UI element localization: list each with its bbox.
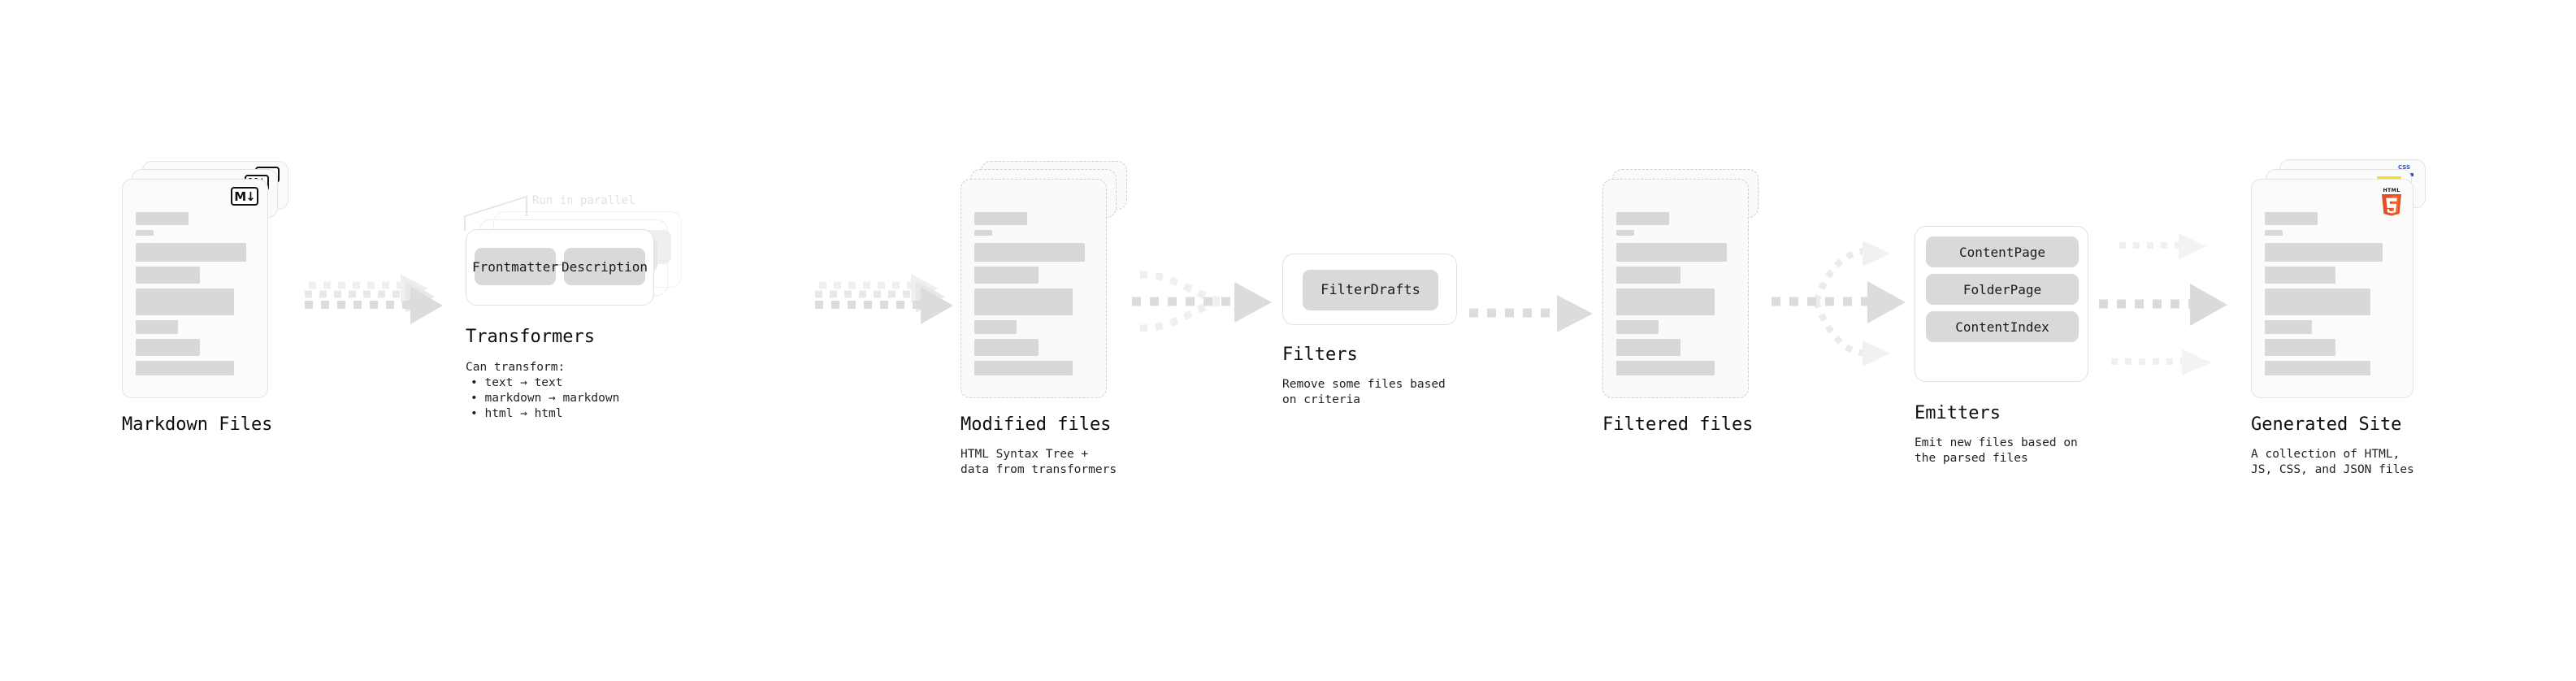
stage-title: Markdown Files (122, 414, 273, 435)
chip-filterdrafts[interactable]: FilterDrafts (1303, 270, 1438, 310)
transform-item-0: • text → text (471, 376, 563, 389)
stage-title: Generated Site (2251, 414, 2402, 435)
connector-filters-to-filtered (1469, 295, 1593, 332)
doc-skeleton-lines (961, 180, 1106, 397)
chip-frontmatter[interactable]: Frontmatter (472, 248, 558, 285)
stage-generated-site: CSS HTML (2251, 159, 2438, 476)
parallel-annotation: Run in parallel (532, 194, 635, 207)
stage-title: Modified files (961, 414, 1112, 435)
filtered-file-stack (1602, 169, 1773, 398)
chip-description[interactable]: Description (562, 248, 648, 285)
doc-skeleton-lines (123, 180, 267, 397)
html5-badge-icon: HTML (2382, 188, 2401, 216)
chip-contentpage[interactable]: ContentPage (1926, 236, 2079, 267)
connector-modified-to-filters (1132, 271, 1272, 332)
markdown-badge: M↓ (231, 187, 258, 206)
stage-desc: Remove some files based on criteria (1282, 378, 1446, 406)
connector-transformers-to-modified (815, 274, 953, 324)
transform-item-2: • html → html (471, 407, 563, 420)
stage-filtered-files: Filtered files (1602, 169, 1773, 435)
stage-desc: A collection of HTML, JS, CSS, and JSON … (2251, 448, 2414, 476)
stage-modified-files: Modified files HTML Syntax Tree + data f… (961, 161, 1131, 476)
transform-item-1: • markdown → markdown (471, 392, 620, 405)
generated-site-stack: CSS HTML (2251, 159, 2438, 398)
stage-title: Transformers (466, 327, 595, 347)
modified-file-stack (961, 161, 1131, 398)
doc-skeleton-lines (1603, 180, 1748, 397)
connector-md-to-transformers (305, 274, 443, 324)
modified-doc-front (961, 179, 1107, 398)
doc-skeleton-lines (2252, 180, 2413, 397)
transformer-box-front[interactable]: Frontmatter Description (466, 229, 654, 306)
parallel-bracket (464, 195, 527, 231)
stage-title: Filters (1282, 345, 1358, 365)
css3-badge-label: CSS (2397, 164, 2410, 171)
stage-title: Filtered files (1602, 414, 1754, 435)
connector-emitters-to-site (2099, 233, 2227, 375)
chip-contentindex[interactable]: ContentIndex (1926, 311, 2079, 342)
site-doc-front-html: HTML (2251, 179, 2413, 398)
filters-box[interactable]: FilterDrafts (1282, 254, 1457, 325)
stage-desc: Emit new files based on the parsed files (1915, 436, 2078, 465)
chip-folderpage[interactable]: FolderPage (1926, 274, 2079, 305)
svg-text:HTML: HTML (2383, 188, 2400, 193)
filtered-doc-front (1602, 179, 1749, 398)
stage-title: Emitters (1915, 403, 2001, 423)
markdown-doc-front: M↓ (122, 179, 268, 398)
connector-filtered-to-emitters (1772, 241, 1906, 367)
markdown-file-stack: M↓ M↓ M↓ (122, 161, 293, 398)
stage-desc: HTML Syntax Tree + data from transformer… (961, 448, 1117, 476)
emitters-box[interactable]: ContentPage FolderPage ContentIndex (1915, 226, 2088, 382)
stage-desc-heading: Can transform: (466, 361, 566, 374)
stage-markdown-files: M↓ M↓ M↓ Markdown Files (122, 161, 293, 435)
